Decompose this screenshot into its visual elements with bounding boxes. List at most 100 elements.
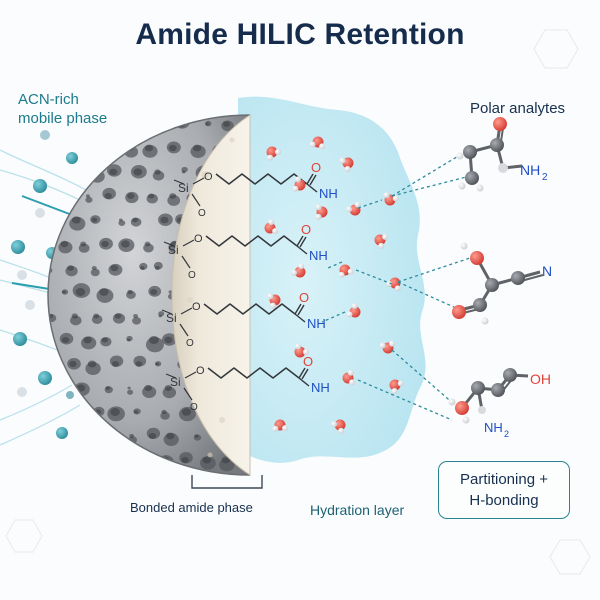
pore-depth [71, 313, 78, 319]
mobile-phase-label: ACN-rich mobile phase [18, 90, 107, 128]
pore-depth [135, 361, 143, 367]
silicon-atom-label: Si [170, 375, 181, 389]
pore [127, 389, 134, 395]
pore [48, 406, 61, 417]
pore-depth [114, 313, 122, 319]
atom [460, 242, 468, 250]
carbonyl-oxygen-label: O [301, 222, 311, 237]
linker-oxygen-label: O [194, 233, 203, 245]
h-bond-line [321, 311, 346, 323]
pore [81, 434, 89, 441]
water-molecule [264, 219, 279, 235]
carbonyl-oxygen-label: O [311, 160, 321, 175]
pore-depth [130, 456, 140, 464]
water-molecule [346, 303, 361, 318]
h-bond-line [391, 154, 461, 197]
atom [470, 251, 484, 265]
pore [118, 220, 126, 226]
pore-depth [91, 217, 98, 223]
silicon-atom-label: Si [168, 243, 179, 257]
pore-depth [50, 409, 57, 415]
atom [490, 138, 504, 152]
pore-depth [148, 335, 159, 345]
background-hexagons [5, 29, 591, 575]
pore-depth [126, 338, 131, 342]
atom [476, 184, 484, 192]
pore-depth [194, 434, 199, 438]
pore-depth [50, 457, 58, 463]
atom [473, 298, 487, 312]
h-bond-line [391, 175, 471, 197]
pore [56, 141, 72, 155]
pore-depth [83, 336, 92, 344]
water-molecule [389, 379, 404, 394]
mobile-phase-line-2: mobile phase [18, 110, 108, 127]
pore-depth [181, 456, 189, 464]
alkyl-chain [205, 235, 298, 247]
water-molecule [346, 201, 361, 216]
analyte-nitrile-n-label: N [542, 263, 552, 279]
pore-depth [139, 121, 146, 127]
pore-depth [221, 456, 231, 464]
water-molecule [338, 264, 354, 278]
pore-depth [148, 433, 157, 439]
pore-depth [127, 193, 135, 199]
pore-depth [93, 313, 100, 319]
h-bond-line [327, 261, 343, 269]
pore-depth [101, 240, 109, 248]
pore [109, 122, 124, 134]
siloxane-oxygen-label: O [188, 270, 196, 281]
water-molecule [266, 146, 281, 161]
amide-nh-label: NH [311, 380, 330, 395]
pore-depth [144, 384, 153, 392]
pore-depth [127, 289, 133, 295]
pore-depth [154, 265, 160, 271]
pore [49, 452, 62, 463]
pore-depth [109, 168, 118, 176]
water-molecule [331, 419, 346, 434]
pore-depth [100, 144, 110, 152]
analyte-amine-subscript: 2 [504, 429, 509, 439]
siloxane-oxygen-label: O [190, 402, 198, 413]
pore-depth [55, 193, 63, 199]
mechanism-line-1: Partitioning + [460, 471, 548, 488]
pore [90, 268, 100, 277]
linker-oxygen-label: O [204, 171, 213, 183]
atom [455, 401, 469, 415]
pore-depth [69, 360, 77, 368]
pore-depth [192, 144, 202, 152]
pore-depth [110, 408, 120, 416]
atom [493, 117, 507, 131]
pore-depth [87, 360, 97, 368]
linker-oxygen-label: O [192, 301, 201, 313]
pore-depth [181, 408, 192, 416]
atom [452, 305, 466, 319]
polar-analytes-label: Polar analytes [470, 100, 566, 117]
pore-depth [105, 386, 111, 390]
silicon-atom-label: Si [178, 181, 189, 195]
pore-depth [223, 121, 230, 127]
analyte-amine-label: NH [484, 420, 503, 435]
pore-depth [161, 409, 167, 415]
pore-depth [168, 144, 177, 152]
pore [101, 436, 110, 444]
pore-depth [60, 240, 69, 248]
water-molecule [291, 263, 306, 278]
silicon-atom-label: Si [166, 311, 177, 325]
water-molecule [386, 277, 401, 292]
atom [498, 163, 508, 173]
pore [94, 460, 104, 469]
bonded-phase-bracket [191, 475, 263, 489]
pore-depth [71, 216, 81, 224]
pore-depth [154, 169, 161, 175]
atom [456, 152, 464, 160]
water-molecule [342, 369, 356, 386]
pore-depth [61, 336, 70, 344]
pore [132, 316, 142, 325]
pore-depth [158, 314, 162, 318]
pore-depth [144, 241, 151, 247]
pore-depth [144, 144, 154, 152]
pore [84, 142, 91, 149]
diagram-title: Amide HILIC Retention [135, 18, 465, 51]
